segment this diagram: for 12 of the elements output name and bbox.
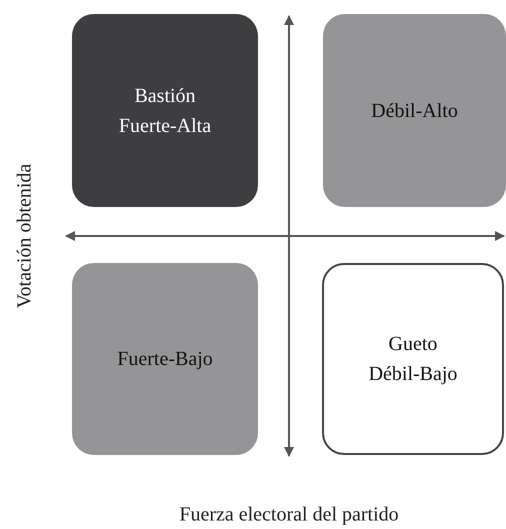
x-axis-label: Fuerza electoral del partido [179,504,399,526]
quadrant-box [322,263,504,455]
quadrant-box [72,14,258,207]
quadrant-title: Bastión [134,84,196,108]
quadrant-label: Débil-Bajo [368,362,458,387]
quadrant-label: Débil-Alto [371,98,458,124]
quadrant-label: Fuerte-Bajo [117,347,213,372]
quadrant-box [323,14,506,207]
quadrant-title: Gueto [388,332,438,357]
y-axis-label: Votación obtenida [14,164,36,308]
quadrant-label: Fuerte-Alta [118,114,212,138]
quadrant-box [72,263,258,455]
